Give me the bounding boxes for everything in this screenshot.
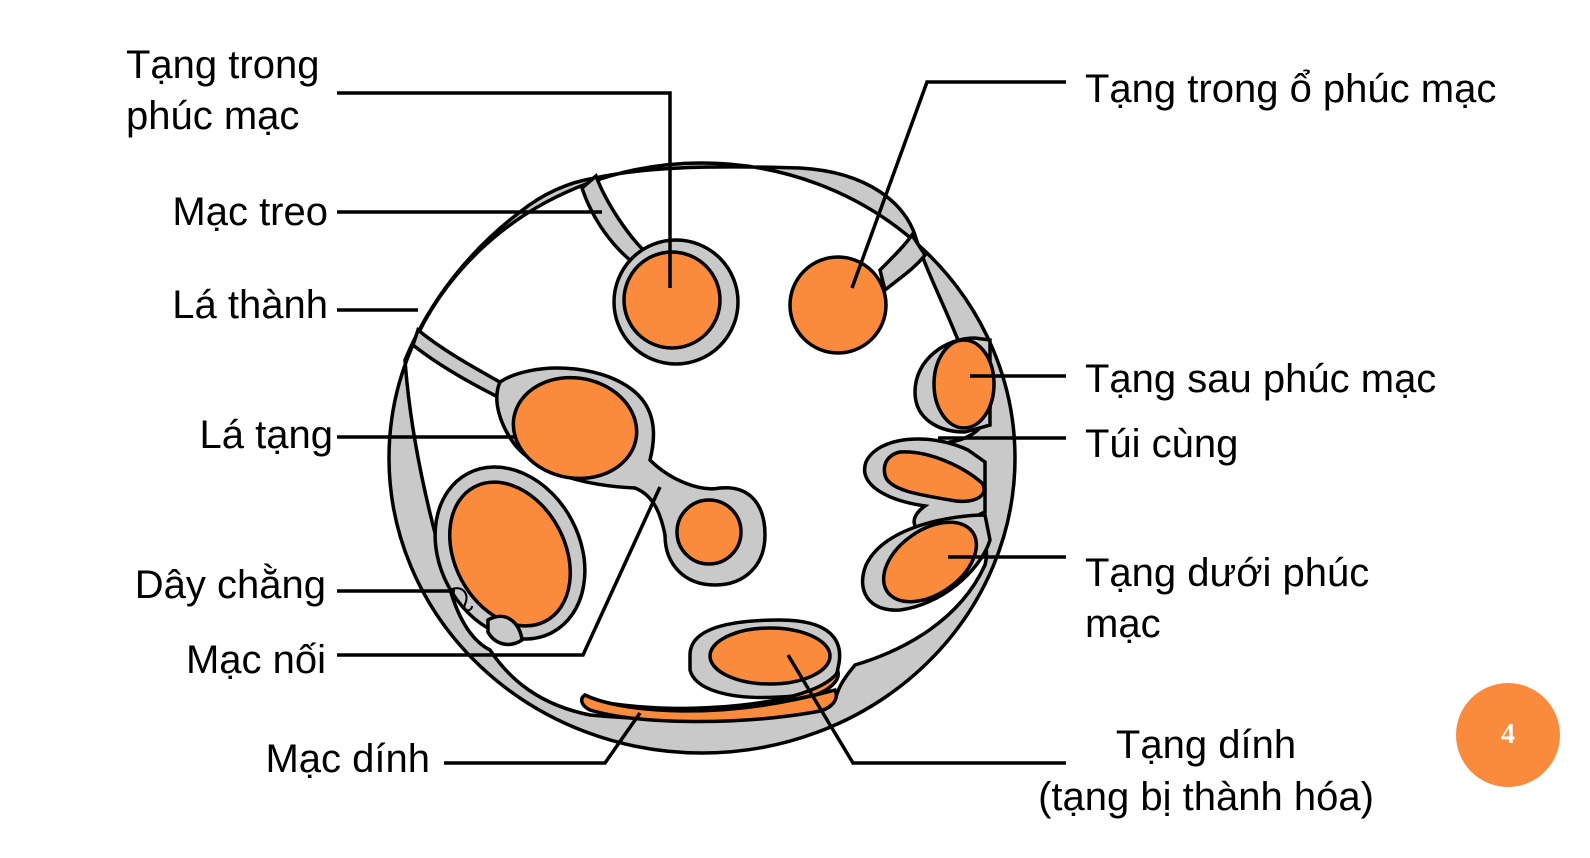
label-mesentery: Mạc treo bbox=[172, 190, 328, 234]
label-intraperitoneal-organ-line2: phúc mạc bbox=[126, 94, 299, 138]
label-retroperitoneal-organ: Tạng sau phúc mạc bbox=[1085, 357, 1436, 401]
leader-organ-in-cavity bbox=[850, 80, 1066, 289]
leader-adhesion bbox=[444, 711, 642, 765]
label-adherent-organ-line2: (tạng bị thành hóa) bbox=[1038, 775, 1374, 819]
adherent-sleeve bbox=[589, 667, 840, 711]
label-parietal-layer: Lá thành bbox=[172, 283, 328, 327]
label-cul-de-sac: Túi cùng bbox=[1085, 422, 1238, 466]
slide-number: 4 bbox=[1501, 719, 1515, 750]
ligament-mark bbox=[449, 587, 473, 612]
adhesion-strip bbox=[580, 687, 838, 724]
organ-visceral-layer bbox=[511, 375, 639, 481]
leader-intraperitoneal-organ bbox=[337, 91, 672, 288]
organ-left-oval bbox=[447, 480, 573, 628]
slide-number-badge: 4 bbox=[1456, 683, 1560, 787]
label-visceral-layer: Lá tạng bbox=[200, 413, 333, 457]
organ-under-cul-de-sac bbox=[882, 450, 986, 503]
mesentery-left-band bbox=[410, 327, 508, 401]
label-intraperitoneal-organ: Tạng trong bbox=[126, 43, 319, 87]
label-adherent-organ: Tạng dính bbox=[1116, 723, 1296, 767]
organ-subperitoneal bbox=[881, 520, 979, 604]
fold-top-right bbox=[878, 231, 928, 294]
organ-intraperitoneal-top bbox=[622, 250, 722, 350]
leader-adherent-organ bbox=[786, 654, 1066, 765]
organ-retroperitoneal bbox=[932, 338, 996, 430]
label-subperitoneal-organ-line2: mạc bbox=[1085, 602, 1161, 646]
parietal-layer-ring bbox=[387, 161, 1017, 755]
fold-left-lower bbox=[486, 614, 524, 647]
organ-omentum-small bbox=[675, 498, 743, 566]
label-omentum: Mạc nối bbox=[186, 638, 326, 682]
leader-omentum bbox=[337, 486, 662, 657]
organ-in-peritoneal-cavity bbox=[788, 255, 888, 355]
organ-adherent bbox=[708, 626, 832, 686]
label-ligament: Dây chằng bbox=[135, 562, 326, 607]
label-subperitoneal-organ: Tạng dưới phúc bbox=[1085, 551, 1369, 595]
label-organ-in-peritoneal-cavity: Tạng trong ổ phúc mạc bbox=[1085, 67, 1496, 111]
label-adhesion: Mạc dính bbox=[265, 737, 430, 781]
